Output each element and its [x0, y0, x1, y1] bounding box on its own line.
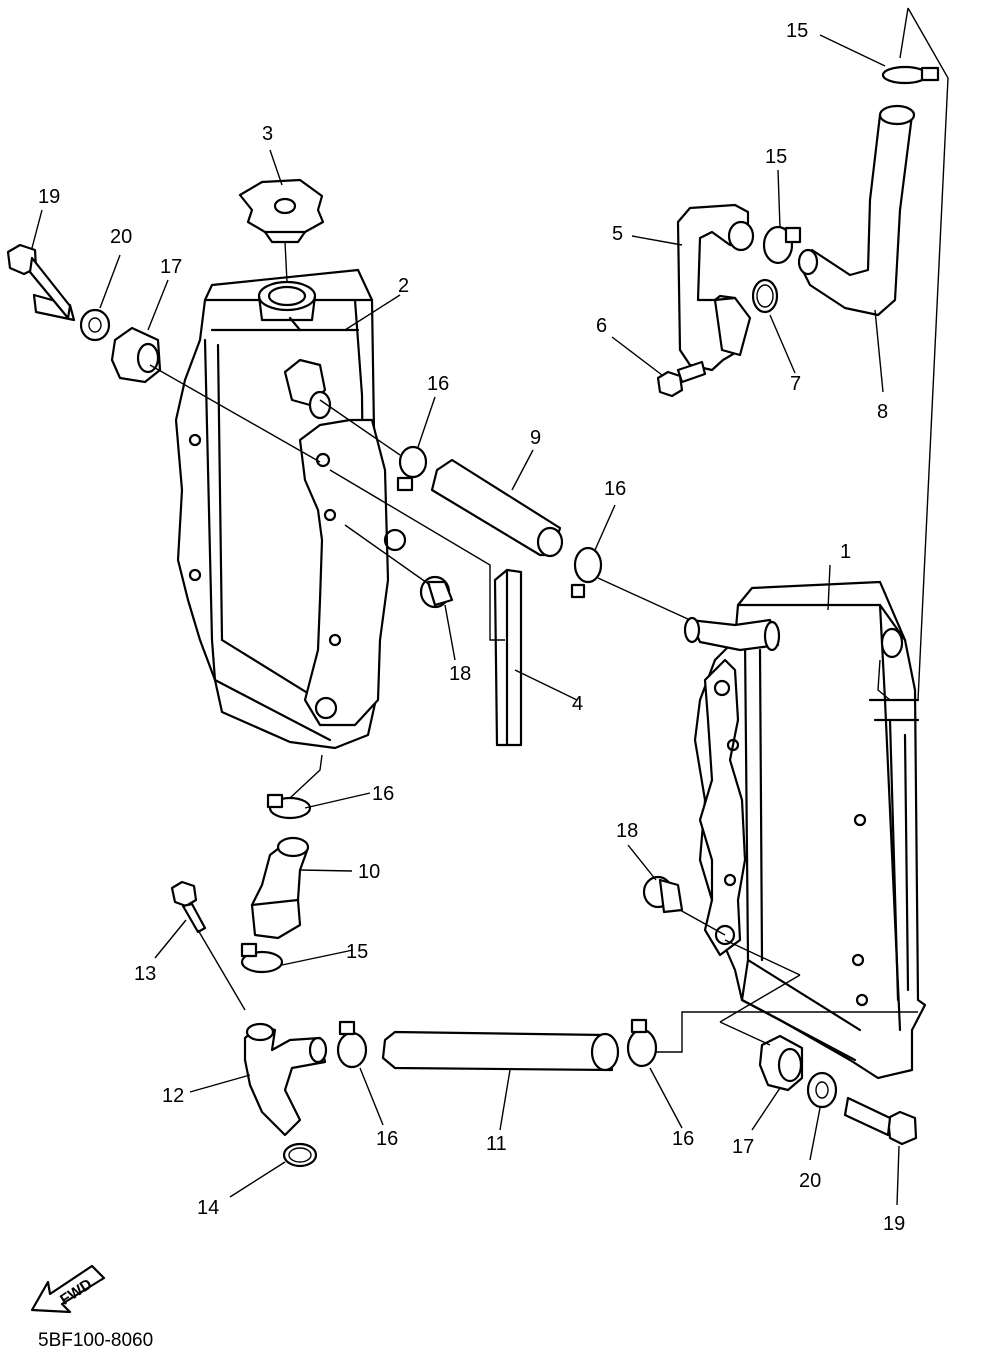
callout-16-lower-right: 16	[672, 1128, 694, 1150]
callout-6: 6	[596, 315, 607, 337]
callout-15-top: 15	[786, 20, 808, 42]
callout-2: 2	[398, 275, 409, 297]
o-ring-14	[282, 1142, 318, 1168]
hose-10	[250, 836, 310, 940]
diagram-code: 5BF100-8060	[38, 1330, 153, 1351]
collars-18	[419, 575, 684, 914]
bar-4	[493, 568, 523, 747]
label-leaders	[31, 34, 900, 1206]
callout-3: 3	[262, 123, 273, 145]
callout-16-lower-left: 16	[376, 1128, 398, 1150]
callout-7: 7	[790, 373, 801, 395]
callout-11: 11	[486, 1133, 507, 1155]
callout-15-pipe: 15	[765, 146, 787, 168]
pipe-5	[676, 203, 755, 372]
callout-13: 13	[134, 963, 156, 985]
callout-4: 4	[572, 693, 583, 715]
callout-16-upper-right: 16	[604, 478, 626, 500]
callout-10: 10	[358, 861, 380, 883]
bolt-6	[656, 360, 707, 398]
callout-20-left: 20	[110, 226, 132, 248]
callout-17-right: 17	[732, 1136, 754, 1158]
callout-labels: 1 2 3 4 5 6 7 8 9 10 11 12 13 14 15 15 1…	[38, 20, 905, 1235]
left-radiator	[174, 268, 407, 750]
callout-1: 1	[840, 541, 851, 563]
callout-18-right: 18	[616, 820, 638, 842]
callout-12: 12	[162, 1085, 184, 1107]
gasket-7	[751, 278, 779, 314]
callout-20-right: 20	[799, 1170, 821, 1192]
radiator-cap	[238, 178, 325, 244]
callout-8: 8	[877, 401, 888, 423]
hose-9	[430, 458, 564, 558]
callout-5: 5	[612, 223, 623, 245]
callout-16-upper-left: 16	[427, 373, 449, 395]
right-radiator	[683, 580, 927, 1080]
callout-19-left: 19	[38, 186, 60, 208]
callout-17-left: 17	[160, 256, 182, 278]
joint-12	[243, 1022, 328, 1137]
grommets-17	[110, 326, 804, 1092]
bolts-19	[6, 243, 918, 1146]
callout-14: 14	[197, 1197, 219, 1219]
washers-20	[79, 308, 838, 1109]
assembly-lines	[149, 7, 949, 1053]
callout-9: 9	[530, 427, 541, 449]
hose-11	[381, 1030, 620, 1072]
bolt-13	[170, 880, 207, 934]
callout-16-middle: 16	[372, 783, 394, 805]
callout-18-left: 18	[449, 663, 471, 685]
hose-8	[797, 104, 916, 317]
callout-15-lower: 15	[346, 941, 368, 963]
callout-19-right: 19	[883, 1213, 905, 1235]
forward-direction-arrow: FWD	[30, 1264, 106, 1314]
